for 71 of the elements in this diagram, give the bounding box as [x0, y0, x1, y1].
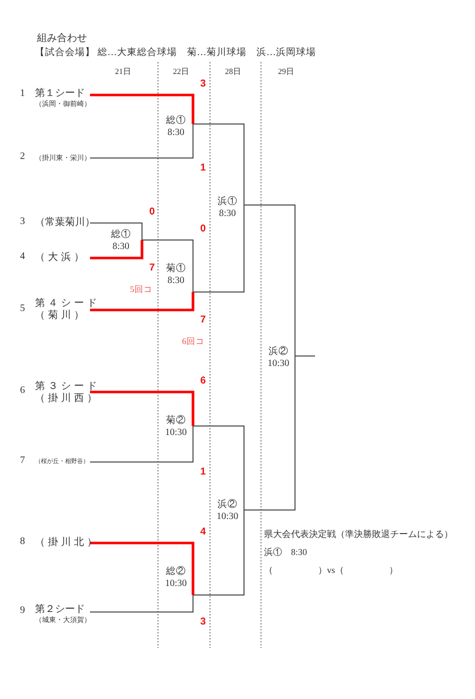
venue-code: 総① [110, 228, 132, 240]
bracket-line [244, 356, 296, 510]
venue-code: 菊② [165, 415, 187, 427]
venue-code: 菊① [165, 263, 187, 275]
score: 6 [200, 376, 206, 386]
seed-number: 8 [20, 536, 25, 547]
bracket-line [90, 94, 194, 124]
venue-code: 総① [165, 114, 187, 126]
score: 7 [200, 314, 206, 326]
team-name: （大浜） [35, 252, 87, 264]
bracket-line [90, 292, 194, 312]
score: 0 [149, 206, 155, 218]
bracket-line [142, 240, 194, 292]
bracket-line [192, 204, 244, 292]
bracket-line [90, 124, 194, 158]
seed-number: 5 [20, 303, 25, 314]
date-header: 22日 [173, 66, 189, 77]
called-game-note: 5回コ [130, 284, 152, 296]
matchup-blank-line: （ ）vs（ ） [264, 564, 398, 577]
bracket-line [192, 426, 244, 510]
bracket-line [90, 222, 142, 240]
venue-legend: 【試合会場】 総…大東総合球場 菊…菊川球場 浜…浜岡球場 [35, 46, 316, 59]
bracket-line [244, 204, 296, 356]
seed-number: 9 [20, 605, 25, 616]
seed-label: 第４シード [35, 298, 100, 310]
title: 組み合わせ [37, 32, 87, 45]
start-time: 8:30 [166, 275, 186, 287]
date-header: 29日 [278, 66, 294, 77]
seed-number: 3 [20, 216, 25, 227]
bracket-line [90, 240, 144, 260]
bracket-line [192, 124, 244, 206]
team-name: （掛川西） [35, 393, 100, 405]
seed-number: 7 [20, 455, 25, 466]
start-time: 10:30 [164, 427, 188, 439]
team-name: （常葉菊川） [35, 217, 95, 229]
seed-number: 4 [20, 251, 25, 262]
venue-code: 浜② [268, 346, 290, 358]
match-time-note: 浜① 8:30 [264, 546, 308, 559]
start-time: 8:30 [112, 240, 130, 252]
seed-label: 第３シード [35, 381, 100, 392]
score: 1 [200, 466, 206, 478]
start-time: 10:30 [164, 578, 188, 590]
seed-label: 第１シード [35, 88, 86, 100]
bracket-line [90, 542, 194, 595]
start-time: 8:30 [166, 126, 186, 138]
seed-label: 第２シード [35, 604, 86, 616]
called-game-note: 6回コ [182, 336, 204, 348]
score: 1 [200, 162, 206, 174]
venue-code: 浜① [216, 196, 238, 208]
date-header: 28日 [225, 66, 241, 77]
venue-code: 総② [165, 566, 187, 578]
bracket-line [90, 594, 194, 612]
seed-number: 2 [20, 151, 25, 162]
bracket-line [90, 390, 194, 426]
score: 7 [149, 262, 155, 274]
team-name: （菊川） [35, 310, 88, 322]
date-header: 21日 [115, 66, 131, 77]
team-name: （掛川北） [35, 537, 100, 549]
start-time: 10:30 [266, 358, 290, 370]
score: 0 [200, 224, 206, 234]
bracket-line [192, 510, 244, 596]
venue-code: 浜② [216, 498, 238, 510]
start-time: 10:30 [216, 510, 240, 522]
score: 3 [200, 78, 206, 90]
note-text: 県大会代表決定戦（準決勝敗退チームによる） [264, 528, 453, 541]
seed-number: 1 [20, 88, 25, 99]
bracket-line [90, 426, 194, 462]
start-time: 8:30 [218, 208, 237, 220]
score: 3 [200, 616, 206, 628]
seed-number: 6 [20, 385, 25, 396]
score: 4 [200, 526, 206, 538]
